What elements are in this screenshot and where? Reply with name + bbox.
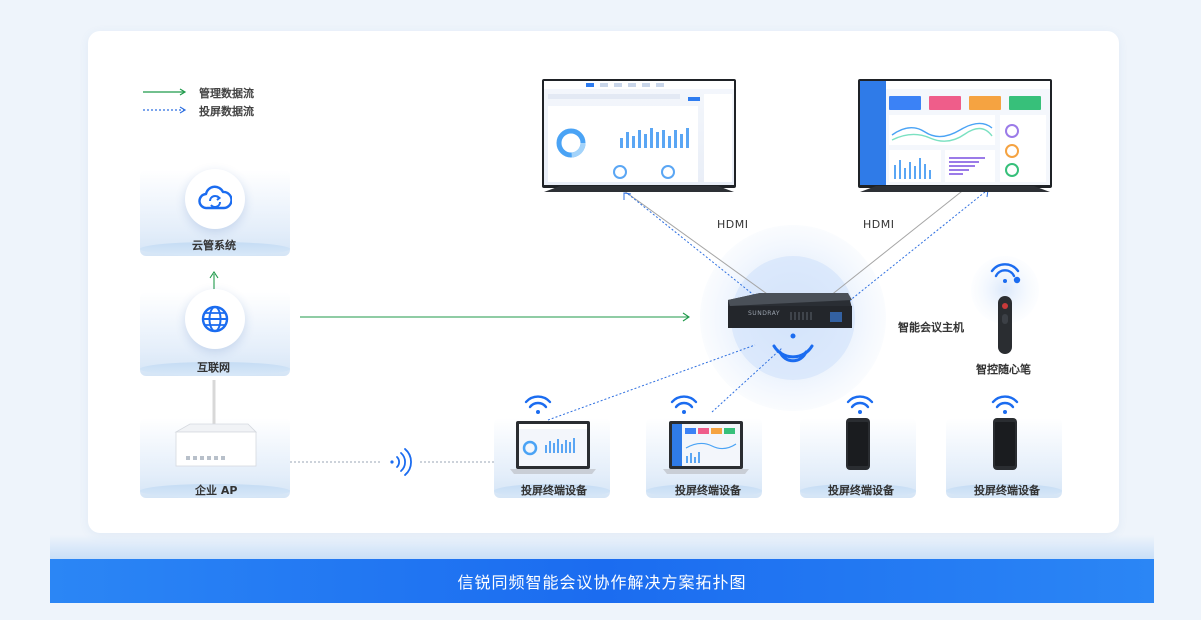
internet-node[interactable] [185,289,245,349]
tv-right [858,79,1052,192]
host-wifi-icon [772,333,814,363]
laptop-device2 [663,421,749,474]
laptop-device1 [510,421,596,474]
device2-label: 投屏终端设备 [675,484,741,497]
ap-signal-icon [390,448,412,476]
legend-management-line [143,88,187,96]
projection-line-tv-right [847,191,986,303]
pen-wifi-icon [990,263,1021,284]
phone-device4 [993,418,1017,470]
internet-label: 互联网 [197,361,230,374]
device2-wifi-icon [670,395,698,414]
hdmi-label-left: HDMI [717,218,749,231]
cloud-label: 云管系统 [192,239,236,252]
conference-host-device [728,293,852,328]
hdmi-line-right [829,187,967,297]
cloud-node[interactable] [185,169,245,229]
projection-line-tv-left [627,193,761,301]
host-label: 智能会议主机 [898,321,964,334]
legend-management-label: 管理数据流 [199,87,254,100]
phone-device3 [846,418,870,470]
device4-label: 投屏终端设备 [974,484,1040,497]
cloud-sync-icon [198,185,232,210]
projection-line-device1 [547,344,756,421]
device3-label: 投屏终端设备 [828,484,894,497]
ap-device [174,423,257,467]
legend-projection-line [143,106,187,114]
hdmi-label-right: HDMI [863,218,895,231]
ap-label: 企业 AP [195,484,238,497]
device1-label: 投屏终端设备 [521,484,587,497]
host-brand-label: SUNDRAY [748,310,781,317]
globe-icon [201,305,229,333]
caption-bar: 信锐同频智能会议协作解决方案拓扑图 [50,559,1154,603]
diagram-caption: 信锐同频智能会议协作解决方案拓扑图 [457,573,747,592]
tv-left [542,79,736,192]
device1-wifi-icon [524,395,552,414]
pen-label: 智控随心笔 [976,363,1031,376]
smart-pen [998,296,1012,354]
hdmi-line-left [619,187,771,297]
bottom-glow [50,535,1154,559]
device3-wifi-icon [846,395,874,414]
legend-projection-label: 投屏数据流 [199,105,254,118]
device4-wifi-icon [991,395,1019,414]
